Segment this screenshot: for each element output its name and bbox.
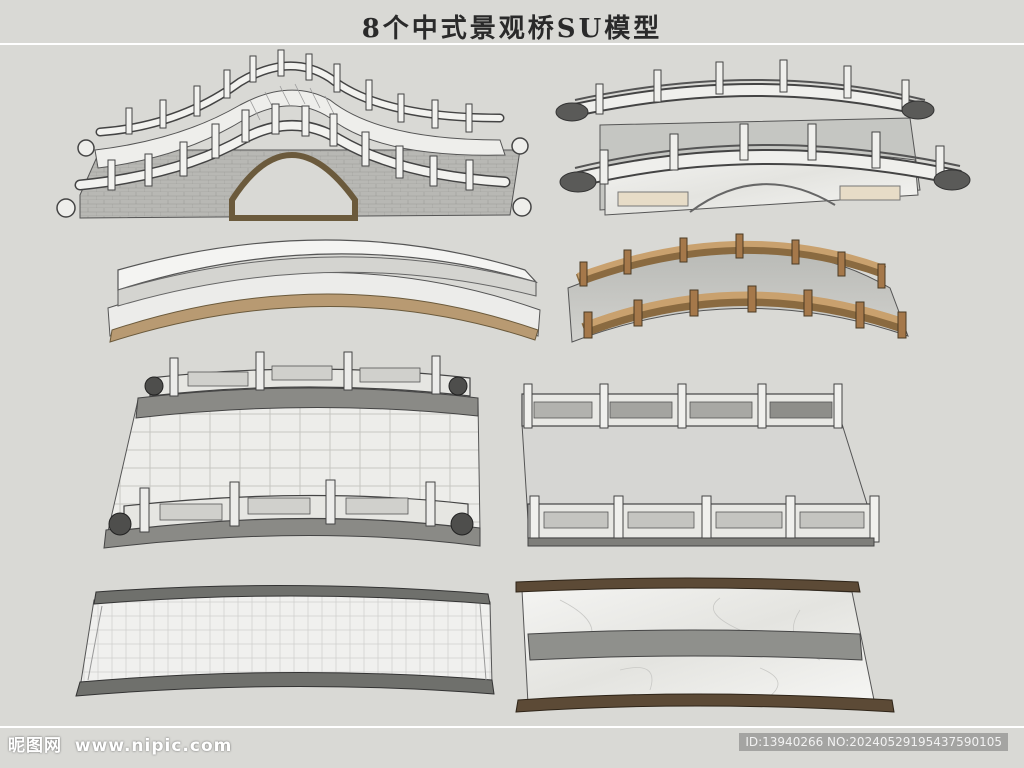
high-arch-bridge-model xyxy=(56,49,532,221)
stone-balustrade-flat-bridge-model-a xyxy=(103,351,481,549)
watermark-id: ID:13940266 NO:20240529195437590105 xyxy=(739,733,1008,751)
watermark-logo: 昵图网 www.nipic.com xyxy=(8,731,232,756)
watermark-brand: 昵图网 xyxy=(8,736,62,756)
stone-balustrade-flat-bridge-model-b xyxy=(521,383,880,547)
carved-railing-arch-bridge-model xyxy=(555,59,971,216)
watermark-url: www.nipic.com xyxy=(74,736,233,756)
top-divider xyxy=(0,43,1024,45)
tiled-flat-bridge-model xyxy=(75,584,495,697)
wood-rail-curved-bridge-model xyxy=(567,233,909,343)
marble-flat-bridge-model xyxy=(515,577,895,713)
bottom-divider xyxy=(0,726,1024,728)
page-title: 8个中式景观桥SU模型 xyxy=(361,14,663,44)
plain-curved-bridge-model xyxy=(107,239,541,343)
